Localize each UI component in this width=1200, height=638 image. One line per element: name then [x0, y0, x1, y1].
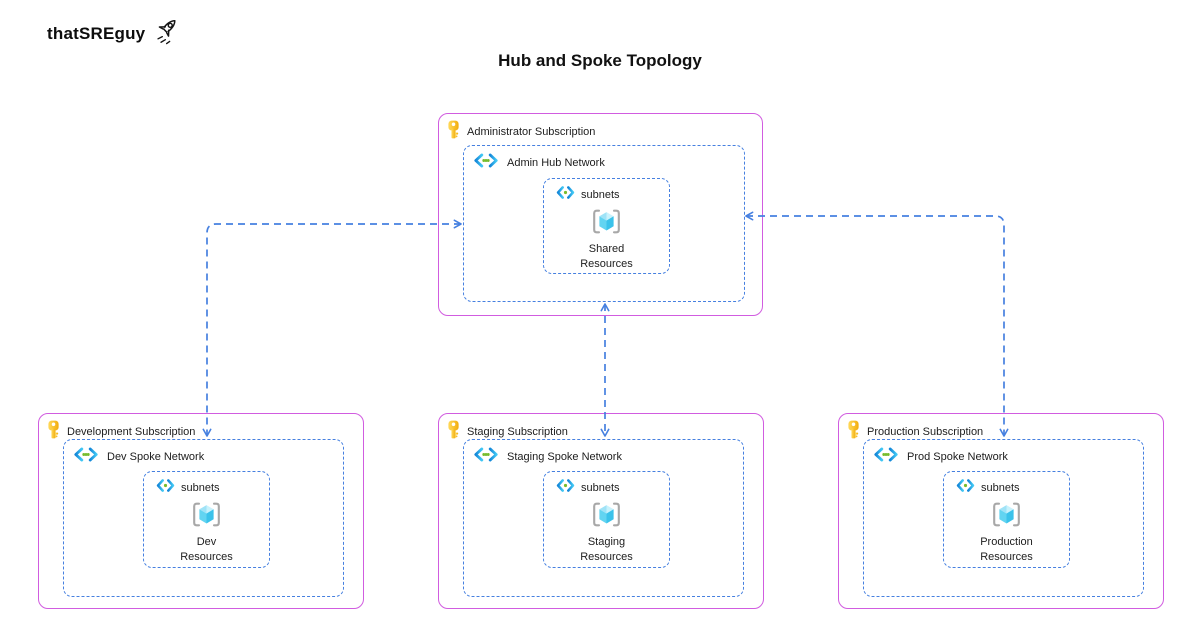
resource-label-line1: Production: [980, 536, 1033, 548]
resource-label-line2: Resources: [580, 258, 633, 270]
resource-label: Shared Resources: [580, 242, 633, 272]
subscription-label: Staging Subscription: [467, 426, 568, 438]
connector-hub-dev: [202, 219, 462, 437]
subnet-box-prod: subnets Production Resources: [943, 471, 1070, 568]
resource-label-line1: Staging: [587, 536, 626, 548]
subnet-header: subnets: [556, 479, 620, 497]
subnet-box-staging: subnets Staging Resources: [543, 471, 670, 568]
subnets-label: subnets: [581, 482, 620, 494]
resource-label-line2: Resources: [980, 551, 1033, 563]
resource-label-line2: Resources: [580, 551, 633, 563]
subscription-label: Development Subscription: [67, 426, 196, 438]
network-box-prod-spoke: Prod Spoke Network subnets Production Re…: [863, 439, 1144, 597]
subscription-header: Development Subscription: [47, 420, 195, 444]
subnets-label: subnets: [181, 482, 220, 494]
brand-name: thatSREguy: [47, 24, 146, 43]
subscription-box-production: Production Subscription Prod Spoke Netwo…: [838, 413, 1164, 609]
subnet-icon: [156, 479, 175, 497]
network-box-staging-spoke: Staging Spoke Network subnets Staging Re…: [463, 439, 744, 597]
subscription-header: Staging Subscription: [447, 420, 568, 444]
key-icon: [847, 420, 860, 444]
subnet-box-hub: subnets Shared Resources: [543, 178, 670, 274]
subnet-header: subnets: [156, 479, 220, 497]
subscription-label: Production Subscription: [867, 426, 984, 438]
resource-label: Dev Resources: [180, 535, 233, 565]
subnet-header: subnets: [556, 186, 620, 204]
network-label: Prod Spoke Network: [907, 451, 1008, 463]
resource-cube-icon: [992, 502, 1021, 532]
virtual-network-icon: [473, 153, 499, 173]
network-label: Admin Hub Network: [507, 157, 605, 169]
key-icon: [447, 120, 460, 144]
subnets-label: subnets: [581, 189, 620, 201]
resource-cube-icon: [192, 502, 221, 532]
key-icon: [447, 420, 460, 444]
resource-label: Staging Resources: [580, 535, 633, 565]
key-icon: [47, 420, 60, 444]
subscription-box-development: Development Subscription Dev Spoke Netwo…: [38, 413, 364, 609]
network-header: Admin Hub Network: [473, 153, 605, 173]
subnets-label: subnets: [981, 482, 1020, 494]
subnet-header: subnets: [956, 479, 1020, 497]
subnet-icon: [956, 479, 975, 497]
network-label: Staging Spoke Network: [507, 451, 622, 463]
virtual-network-icon: [873, 447, 899, 467]
subscription-box-staging: Staging Subscription Staging Spoke Netwo…: [438, 413, 764, 609]
resource-label-line1: Shared: [588, 243, 625, 255]
subscription-box-administrator: Administrator Subscription Admin Hub Net…: [438, 113, 763, 316]
network-box-admin-hub: Admin Hub Network subnets Shared Resourc…: [463, 145, 745, 302]
subnet-icon: [556, 479, 575, 497]
subscription-label: Administrator Subscription: [467, 126, 596, 138]
brand-logo: thatSREguy: [47, 16, 183, 52]
resource-cube-icon: [592, 209, 621, 239]
network-header: Staging Spoke Network: [473, 447, 622, 467]
resource-cube-icon: [592, 502, 621, 532]
network-box-dev-spoke: Dev Spoke Network subnets Dev Resources: [63, 439, 344, 597]
network-header: Prod Spoke Network: [873, 447, 1008, 467]
resource-label-line1: Dev: [196, 536, 217, 548]
network-header: Dev Spoke Network: [73, 447, 204, 467]
virtual-network-icon: [73, 447, 99, 467]
resource-label: Production Resources: [980, 535, 1033, 565]
network-label: Dev Spoke Network: [107, 451, 205, 463]
rocket-icon: [152, 16, 183, 52]
virtual-network-icon: [473, 447, 499, 467]
resource-label-line2: Resources: [180, 551, 233, 563]
subnet-box-dev: subnets Dev Resources: [143, 471, 270, 568]
page-title: Hub and Spoke Topology: [498, 51, 702, 70]
subscription-header: Administrator Subscription: [447, 120, 595, 144]
subnet-icon: [556, 186, 575, 204]
connector-hub-prod: [745, 211, 1009, 437]
